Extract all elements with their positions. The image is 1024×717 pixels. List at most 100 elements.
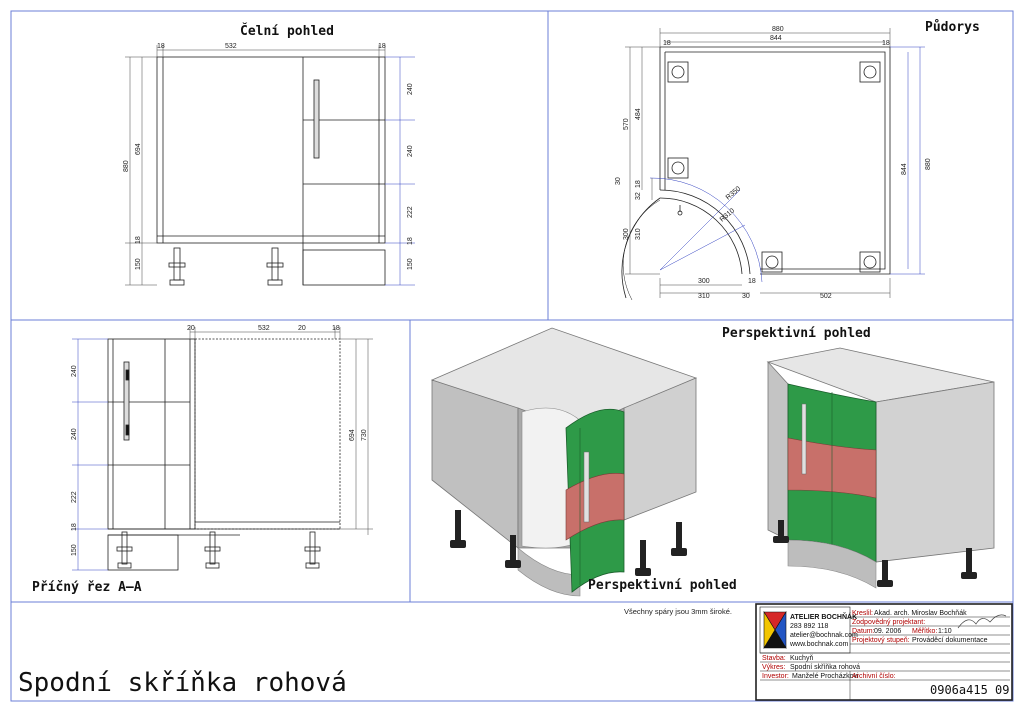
tb-value: Akad. arch. Miroslav Bochňák <box>874 610 967 617</box>
dim-label: 150 <box>135 258 142 270</box>
dim-label: 18 <box>882 40 890 47</box>
tb-label: Projektový stupeň: <box>852 637 910 644</box>
tb-label: Výkres: <box>762 664 785 671</box>
joint-note: Všechny spáry jsou 3mm široké. <box>624 607 732 616</box>
curved-door-plan <box>659 189 751 275</box>
tb-label: Datum: <box>852 628 875 635</box>
dim-label: 18 <box>332 325 340 332</box>
tb-value: 1:10 <box>938 628 952 635</box>
dim-label: 18 <box>407 237 414 245</box>
dim-label: 30 <box>742 293 750 300</box>
dim-label: 880 <box>772 26 784 33</box>
shelf-section <box>194 338 341 530</box>
dim-label: 240 <box>407 145 414 157</box>
dim-label: 310 <box>635 228 642 240</box>
dim-label: 880 <box>925 158 932 170</box>
door-handle <box>313 79 320 159</box>
dim-label: 18 <box>748 278 756 285</box>
dim-label: 484 <box>635 108 642 120</box>
title-perspective-1: Perspektivní pohled <box>588 578 737 593</box>
company-web: www.bochnak.com <box>789 641 849 648</box>
tb-label: Investor: <box>762 673 789 680</box>
leg-plan <box>761 251 783 273</box>
dim-label: 300 <box>698 278 710 285</box>
main-title: Spodní skříňka rohová <box>18 668 347 698</box>
leg-plan <box>859 251 881 273</box>
dim-label: 844 <box>901 163 908 175</box>
title-block: ATELIER BOCHŇÁK 283 892 118 atelier@boch… <box>755 603 1013 701</box>
company-email: atelier@bochnak.com <box>790 632 858 639</box>
cabinet-body <box>156 56 386 244</box>
sheet-frame <box>10 10 1014 702</box>
dim-label: 240 <box>71 365 78 377</box>
dim-label: 844 <box>770 35 782 42</box>
dim-label: 18 <box>157 43 165 50</box>
title-perspective-2: Perspektivní pohled <box>722 326 871 341</box>
leg-3d <box>961 548 977 579</box>
door-handle <box>801 403 807 475</box>
dim-label: 570 <box>623 118 630 130</box>
tb-value: 09. 2006 <box>874 628 901 635</box>
dim-label: 240 <box>71 428 78 440</box>
dim-label: 150 <box>71 544 78 556</box>
dim-label: 310 <box>698 293 710 300</box>
leg-plan <box>667 61 689 83</box>
dim-label: 150 <box>407 258 414 270</box>
cabinet-leg <box>266 247 284 286</box>
dim-label: 502 <box>820 293 832 300</box>
title-plan-view: Půdorys <box>925 20 980 35</box>
perspective-view-2 <box>766 347 995 589</box>
title-section-view: Příčný řez A–A <box>32 580 142 595</box>
tb-value: Spodní skříňka rohová <box>790 664 860 671</box>
cabinet-leg <box>204 531 221 569</box>
front-view <box>156 56 386 286</box>
archive-number: 0906a415 09 <box>930 683 1009 697</box>
tb-label: Měřítko: <box>912 628 937 635</box>
dim-label: 240 <box>407 83 414 95</box>
leg-plan <box>859 61 881 83</box>
dim-label: 880 <box>123 160 130 172</box>
plan-view <box>621 46 891 301</box>
cabinet-leg <box>168 247 186 286</box>
dim-label: 18 <box>378 43 386 50</box>
tb-label: Archivní číslo: <box>852 673 896 680</box>
dim-label: 18 <box>635 180 642 188</box>
company-name: ATELIER BOCHŇÁK <box>790 612 857 621</box>
dim-label: 18 <box>71 523 78 531</box>
leg-3d <box>450 510 466 548</box>
dim-label: 730 <box>361 429 368 441</box>
door-handle <box>123 361 130 441</box>
perspective-view-1 <box>430 327 698 597</box>
section-view <box>107 338 341 571</box>
dim-label: R350 <box>725 185 742 201</box>
dim-label: 694 <box>349 429 356 441</box>
dim-label: 32 <box>635 192 642 200</box>
dim-label: 532 <box>258 325 270 332</box>
dim-label: 694 <box>135 143 142 155</box>
tb-value: Kuchyň <box>790 655 813 662</box>
leg-3d <box>505 535 521 568</box>
company-logo <box>763 610 787 650</box>
leg-plan <box>667 157 689 179</box>
title-front-view: Čelní pohled <box>240 23 334 39</box>
tb-label: Kreslil: <box>852 610 873 617</box>
dim-label: 30 <box>615 177 622 185</box>
dim-label: 20 <box>298 325 306 332</box>
tb-value: Prováděcí dokumentace <box>912 637 988 644</box>
leg-3d <box>877 560 893 587</box>
cabinet-leg <box>304 531 321 569</box>
tb-label: Stavba: <box>762 655 786 662</box>
leg-3d <box>773 520 789 543</box>
dim-label: 18 <box>663 40 671 47</box>
signature <box>957 614 1007 629</box>
dim-label: 300 <box>623 228 630 240</box>
leg-3d <box>671 522 687 556</box>
leg-3d <box>635 540 651 576</box>
door-handle <box>583 451 590 523</box>
dim-label: 18 <box>135 236 142 244</box>
dim-label: 222 <box>71 491 78 503</box>
dim-label: 222 <box>407 206 414 218</box>
dim-label: 532 <box>225 43 237 50</box>
dim-label: 20 <box>187 325 195 332</box>
